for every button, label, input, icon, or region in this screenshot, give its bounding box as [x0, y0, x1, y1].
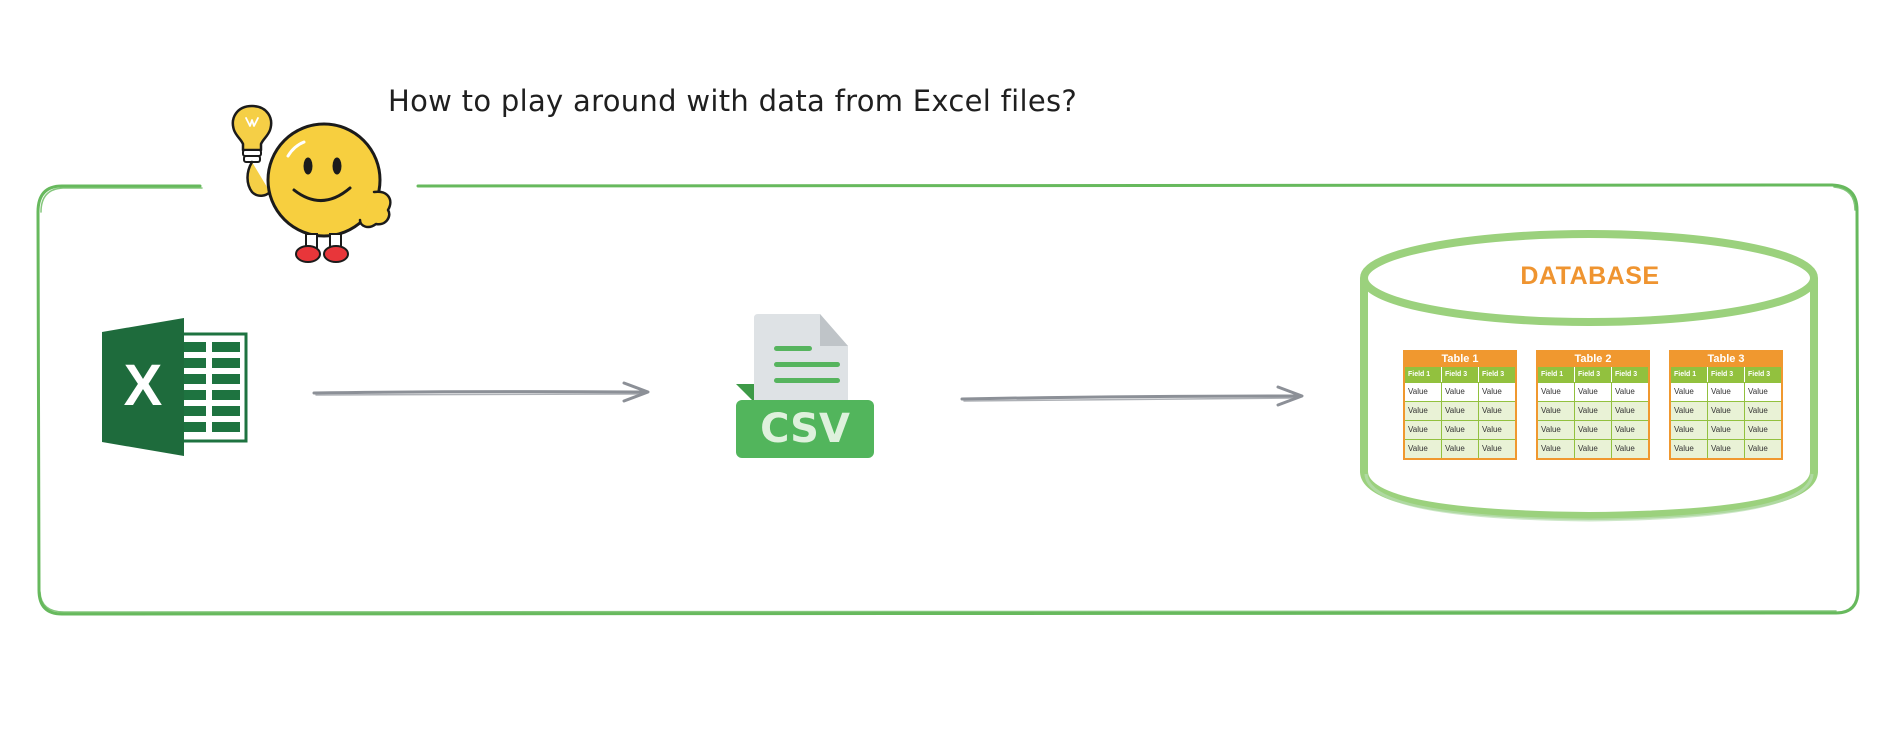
table-cell: Value	[1405, 402, 1442, 420]
table-row: Value Value Value	[1671, 401, 1781, 420]
table-field-header: Field 3	[1442, 367, 1479, 382]
table-cell: Value	[1538, 440, 1575, 458]
table-field-header: Field 3	[1482, 371, 1505, 378]
table-cell: Value	[1615, 425, 1635, 434]
table-cell: Value	[1575, 383, 1612, 401]
database-label: DATABASE	[1520, 262, 1660, 290]
table-field-header: Field 3	[1708, 367, 1745, 382]
excel-file-icon: X	[102, 318, 248, 456]
table-cell: Value	[1538, 421, 1575, 439]
table-field-header: Field 3	[1575, 367, 1612, 382]
table-cell: Value	[1575, 402, 1612, 420]
table-field-header: Field 3	[1615, 371, 1638, 378]
table-cell: Value	[1671, 402, 1708, 420]
database-table-1: Table 1 Field 1 Field 3 Field 3 Value Va…	[1403, 350, 1517, 460]
table-cell: Value	[1671, 421, 1708, 439]
arrow-csv-to-database	[960, 385, 1304, 407]
table-cell: Value	[1405, 383, 1442, 401]
table-row: Value Value Value	[1405, 439, 1515, 458]
table-cell: Value	[1442, 402, 1479, 420]
table-cell: Value	[1748, 406, 1768, 415]
table-cell: Value	[1405, 440, 1442, 458]
excel-x-letter: X	[123, 353, 163, 418]
table-cell: Value	[1748, 387, 1768, 396]
table-title: Table 1	[1405, 352, 1515, 367]
table-row: Value Value Value	[1671, 382, 1781, 401]
table-row: Value Value Value	[1405, 420, 1515, 439]
database-table-3: Table 3 Field 1 Field 3 Field 3 Value Va…	[1669, 350, 1783, 460]
table-row: Value Value Value	[1538, 382, 1648, 401]
table-row: Value Value Value	[1405, 401, 1515, 420]
table-cell: Value	[1671, 383, 1708, 401]
table-cell: Value	[1671, 440, 1708, 458]
table-cell: Value	[1442, 383, 1479, 401]
table-cell: Value	[1538, 383, 1575, 401]
table-cell: Value	[1748, 425, 1768, 434]
table-cell: Value	[1482, 406, 1502, 415]
table-cell: Value	[1708, 402, 1745, 420]
table-row: Value Value Value	[1671, 420, 1781, 439]
table-field-header: Field 1	[1405, 367, 1442, 382]
table-cell: Value	[1615, 387, 1635, 396]
table-cell: Value	[1442, 421, 1479, 439]
table-field-header: Field 3	[1748, 371, 1771, 378]
table-row: Value Value Value	[1538, 420, 1648, 439]
table-title: Table 2	[1538, 352, 1648, 367]
table-cell: Value	[1748, 444, 1768, 453]
table-field-header: Field 1	[1538, 367, 1575, 382]
database-table-2: Table 2 Field 1 Field 3 Field 3 Value Va…	[1536, 350, 1650, 460]
diagram-caption: How to play around with data from Excel …	[388, 84, 1078, 118]
lightbulb-icon	[231, 104, 273, 163]
table-cell: Value	[1615, 444, 1635, 453]
arrow-excel-to-csv	[312, 381, 650, 403]
table-title: Table 3	[1671, 352, 1781, 367]
table-field-header: Field 1	[1671, 367, 1708, 382]
table-cell: Value	[1575, 440, 1612, 458]
table-cell: Value	[1538, 402, 1575, 420]
table-row: Value Value Value	[1405, 382, 1515, 401]
table-cell: Value	[1708, 440, 1745, 458]
table-row: Value Value Value	[1538, 439, 1648, 458]
table-row: Value Value Value	[1671, 439, 1781, 458]
table-cell: Value	[1482, 425, 1502, 434]
table-cell: Value	[1482, 444, 1502, 453]
table-cell: Value	[1575, 421, 1612, 439]
table-cell: Value	[1708, 421, 1745, 439]
table-cell: Value	[1615, 406, 1635, 415]
table-cell: Value	[1405, 421, 1442, 439]
table-row: Value Value Value	[1538, 401, 1648, 420]
table-cell: Value	[1442, 440, 1479, 458]
table-cell: Value	[1482, 387, 1502, 396]
csv-label: CSV	[760, 406, 850, 452]
smiley-mascot-icon	[231, 104, 392, 263]
table-cell: Value	[1708, 383, 1745, 401]
csv-file-icon: CSV	[734, 312, 876, 460]
